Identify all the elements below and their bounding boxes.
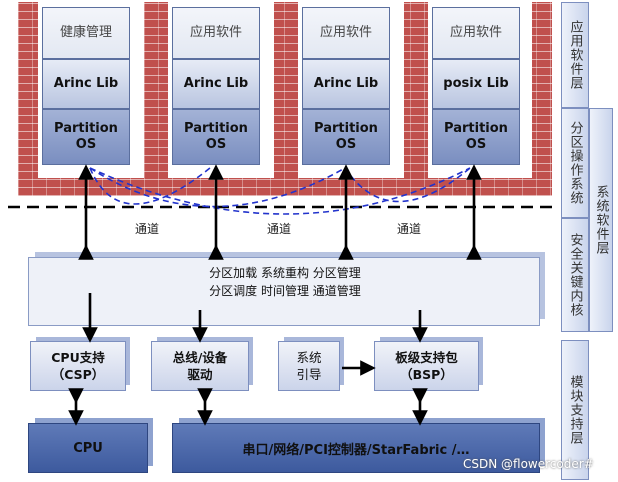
partition-2-os: Partition OS xyxy=(172,109,260,165)
vertical-arrows xyxy=(68,164,482,426)
partition-1-app: 健康管理 xyxy=(42,7,130,59)
partition-2-lib: Arinc Lib xyxy=(172,59,260,109)
channel-label-2: 通道 xyxy=(265,220,294,237)
partition-3-os: Partition OS xyxy=(302,109,390,165)
layer-label-pos: 分区操作系统 xyxy=(561,108,589,218)
partition-4-app: 应用软件 xyxy=(432,7,520,59)
channel-label-3: 通道 xyxy=(395,220,424,237)
kernel-functions: 分区加载 系统重构 分区管理 分区调度 时间管理 通道管理 xyxy=(209,266,361,298)
layer-label-app: 应用软件层 xyxy=(561,2,589,108)
partition-4-os: Partition OS xyxy=(432,109,520,165)
layer-label-module: 模块支持层 xyxy=(561,340,589,480)
layer-label-system: 系统软件层 xyxy=(589,108,613,332)
partition-1-os: Partition OS xyxy=(42,109,130,165)
csp-box: CPU支持 （CSP） xyxy=(30,341,126,391)
partition-3-lib: Arinc Lib xyxy=(302,59,390,109)
io-controllers-box: 串口/网络/PCI控制器/StarFabric /… xyxy=(172,423,540,473)
layer-label-kernel: 安全关键内核 xyxy=(561,218,589,332)
cpu-box: CPU xyxy=(28,423,148,473)
partition-2-app: 应用软件 xyxy=(172,7,260,59)
kernel-box xyxy=(28,257,540,326)
partition-3-app: 应用软件 xyxy=(302,7,390,59)
watermark: CSDN @flowercoder# xyxy=(463,457,594,471)
partition-4-lib: posix Lib xyxy=(432,59,520,109)
channel-label-1: 通道 xyxy=(133,220,162,237)
boot-box: 系统 引导 xyxy=(278,341,340,391)
partition-1-lib: Arinc Lib xyxy=(42,59,130,109)
